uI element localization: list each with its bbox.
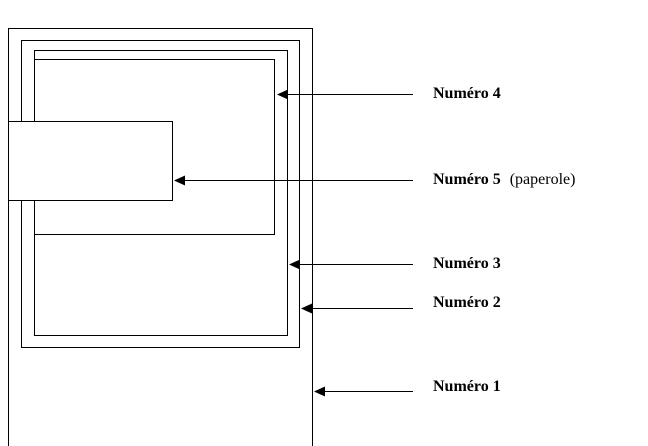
label-numero-5-note: (paperole): [510, 171, 576, 188]
label-numero-3: Numéro 3: [433, 255, 501, 272]
label-numero-2: Numéro 2: [433, 294, 501, 311]
arrow-numero-5: [174, 175, 413, 186]
label-numero-4: Numéro 4: [433, 85, 501, 102]
arrow-numero-1: [314, 386, 413, 397]
arrow-numero-4: [277, 89, 413, 100]
label-numero-5-main: Numéro 5: [433, 171, 501, 188]
label-numero-2-main: Numéro 2: [433, 294, 501, 311]
label-numero-5: Numéro 5 (paperole): [433, 171, 575, 188]
label-numero-1-main: Numéro 1: [433, 378, 501, 395]
frame-numero-5-paperole: [8, 121, 173, 201]
arrow-numero-2: [301, 303, 413, 314]
label-numero-3-main: Numéro 3: [433, 255, 501, 272]
label-numero-1: Numéro 1: [433, 378, 501, 395]
label-numero-4-main: Numéro 4: [433, 85, 501, 102]
arrow-numero-3: [289, 259, 413, 270]
